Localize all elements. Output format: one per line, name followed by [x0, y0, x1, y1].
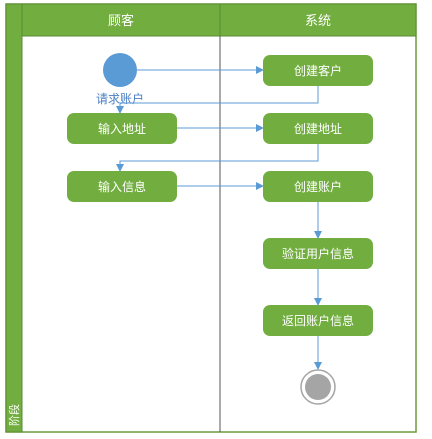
arrow-create-address-to-input-info	[116, 144, 319, 172]
node-return-account-info-label: 返回账户信息	[282, 313, 354, 328]
node-create-customer-label: 创建客户	[294, 63, 342, 78]
start-node-label: 请求账户	[96, 91, 144, 106]
stage-label: 阶段	[7, 404, 21, 426]
end-node[interactable]	[300, 369, 336, 405]
node-verify-user-info-label: 验证用户信息	[282, 246, 354, 261]
node-create-account-label: 创建账户	[294, 179, 342, 194]
lane-title-system: 系统	[305, 14, 331, 29]
stage-bar	[5, 3, 23, 433]
lane-title-customer: 顾客	[108, 13, 134, 29]
node-input-address-label: 输入地址	[98, 121, 146, 136]
node-create-address[interactable]: 创建地址	[263, 113, 373, 144]
node-input-info-label: 输入信息	[98, 179, 146, 194]
node-verify-user-info[interactable]: 验证用户信息	[263, 238, 373, 269]
node-input-address[interactable]: 输入地址	[67, 113, 177, 144]
node-create-account[interactable]: 创建账户	[263, 171, 373, 202]
node-return-account-info[interactable]: 返回账户信息	[263, 305, 373, 336]
start-node[interactable]	[103, 53, 137, 87]
node-create-customer[interactable]: 创建客户	[263, 55, 373, 86]
node-input-info[interactable]: 输入信息	[67, 171, 177, 202]
lane-header-customer	[21, 3, 221, 37]
node-create-address-label: 创建地址	[294, 122, 342, 136]
arrow-create-customer-to-input-address	[116, 86, 319, 114]
lane-header-system	[219, 3, 417, 37]
